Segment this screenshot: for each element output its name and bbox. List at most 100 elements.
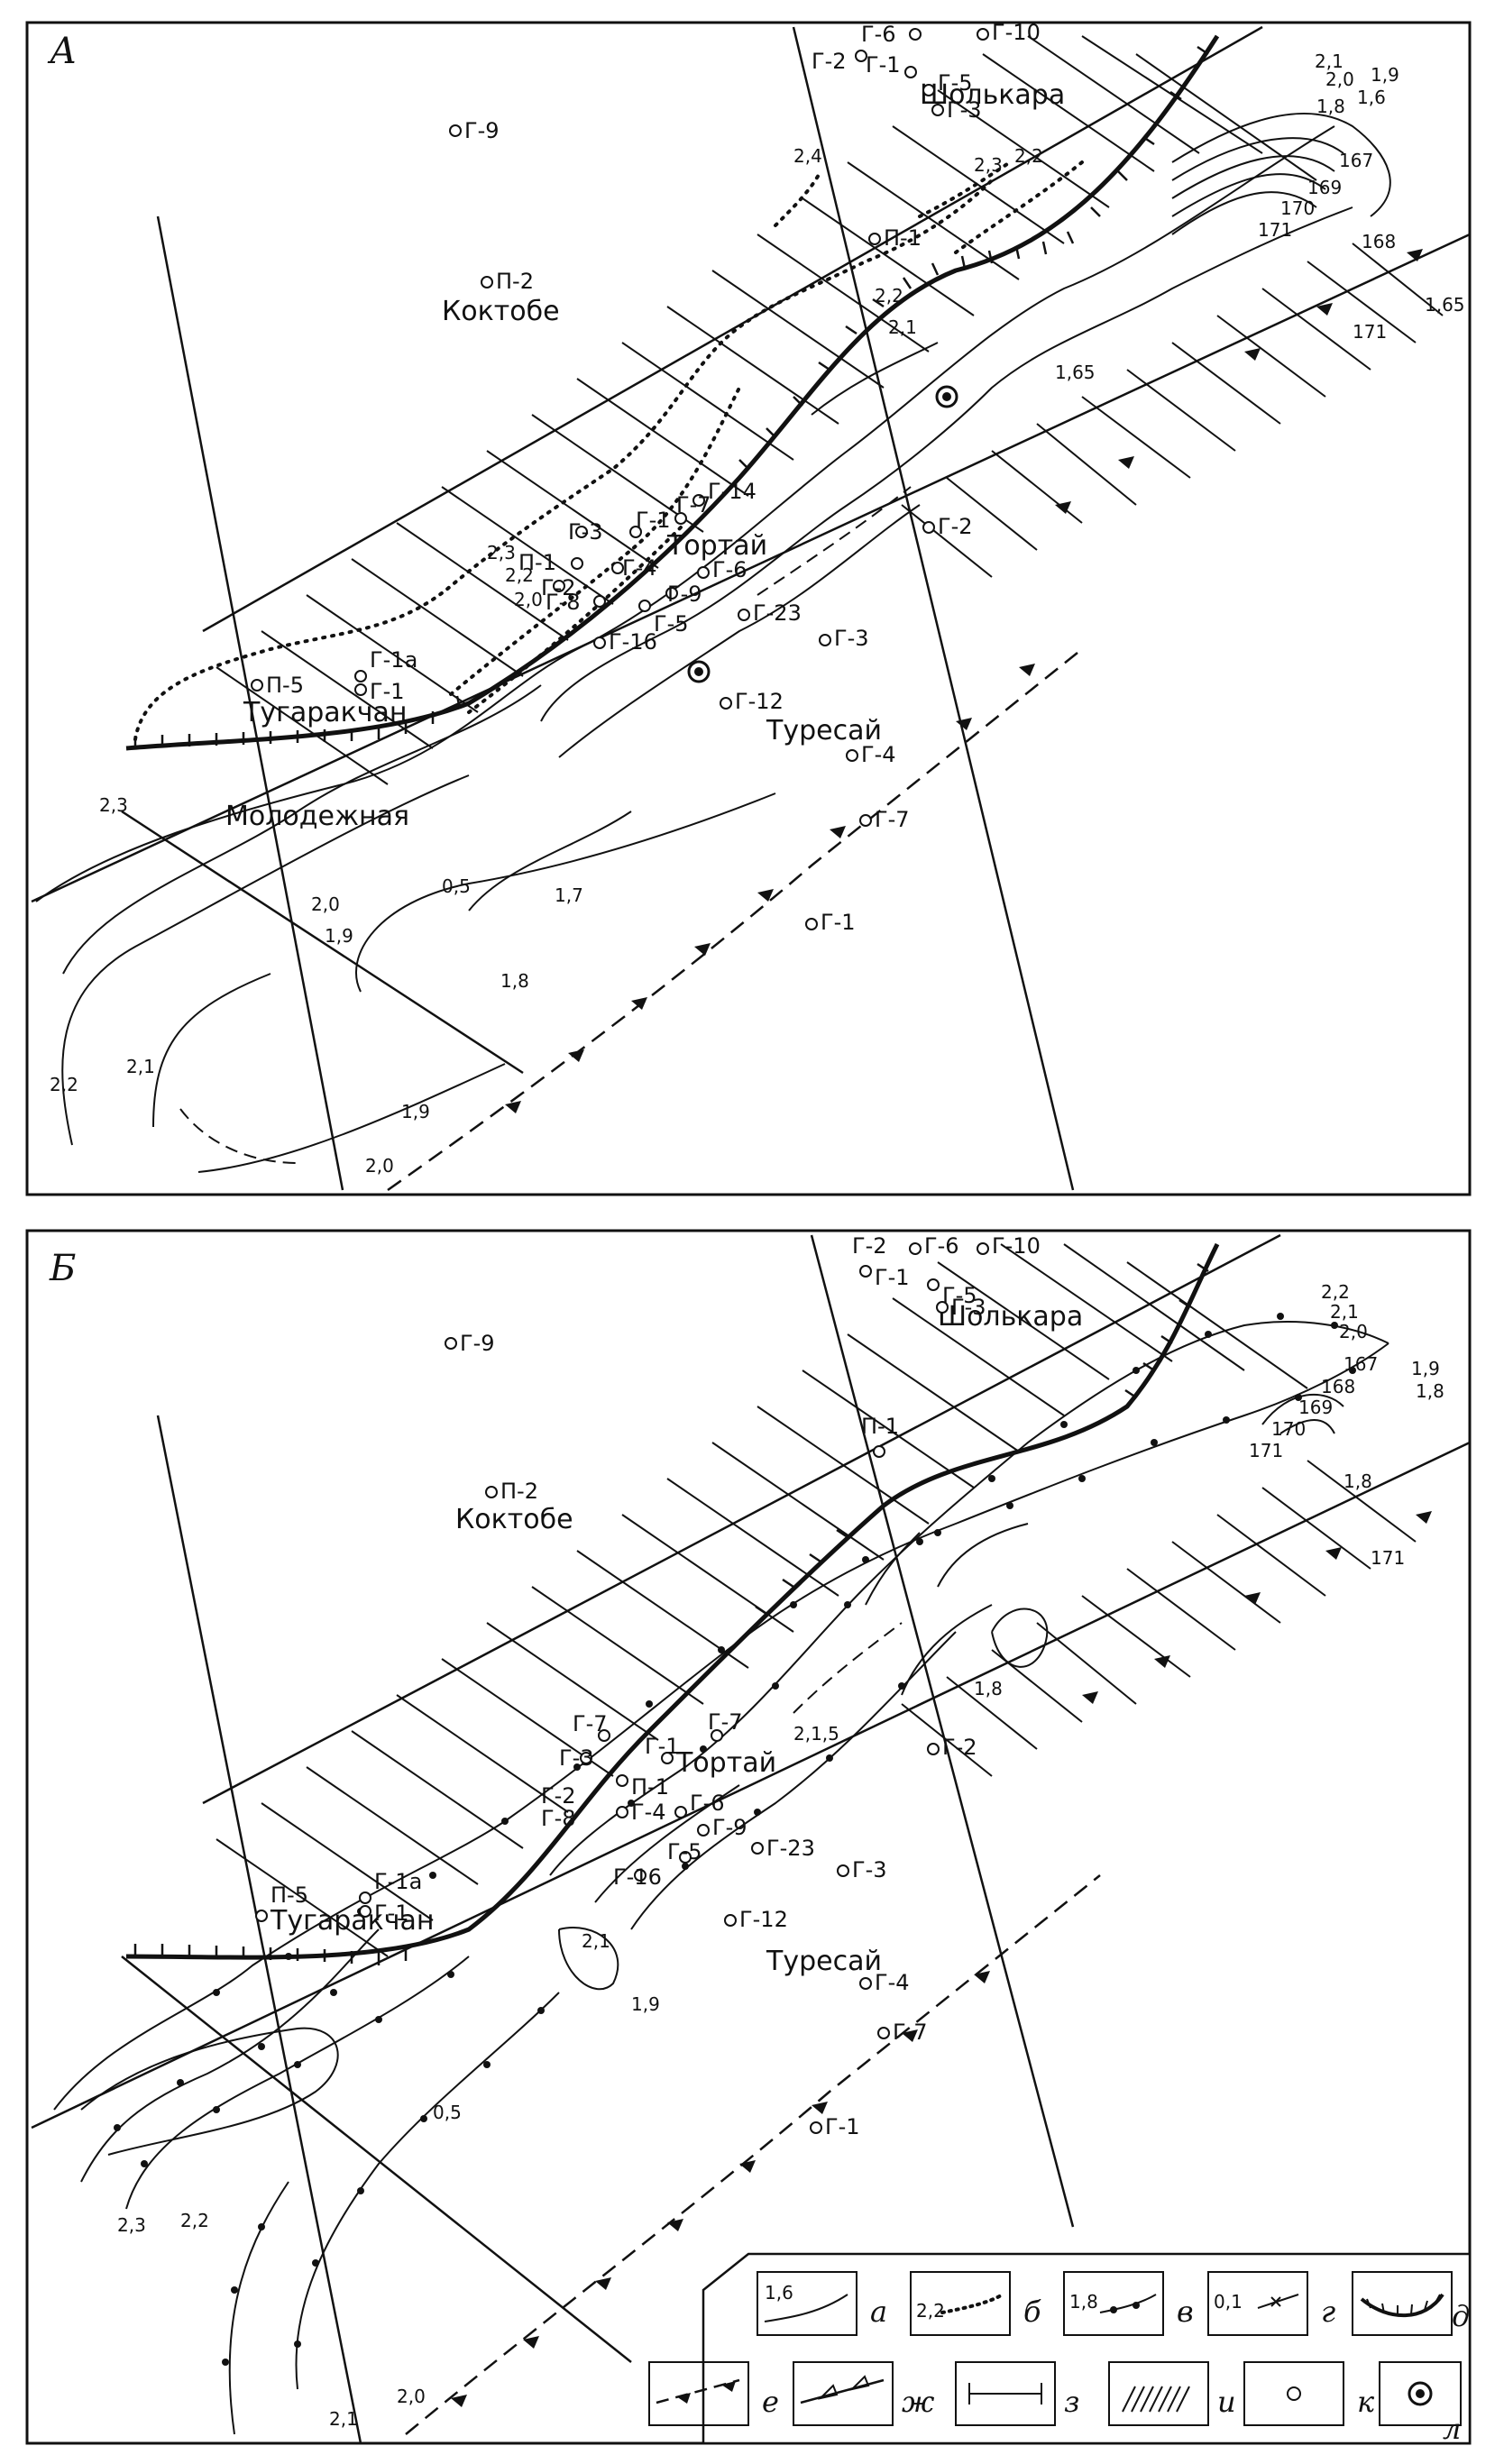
well-label: Г-6	[690, 1791, 725, 1816]
well-label: Г-6	[861, 22, 896, 47]
legend-letter: в	[1177, 2295, 1194, 2329]
isoline-label: 2,0	[514, 589, 543, 610]
isoline-label: 1,9	[1371, 64, 1399, 86]
well-label: Г-3	[852, 1857, 887, 1882]
well-label: Г-2	[541, 1783, 576, 1809]
field-label-molodezhnaya-a: Молодежная	[225, 801, 409, 832]
well-label: Г-7	[875, 807, 910, 832]
legend-sample: 2,2	[916, 2300, 945, 2322]
well-label: Г-9	[464, 118, 500, 143]
panel-a-well-labels: Г-6 Г-10 Г-2 Г-1 Г-5 Г-3 Г-9 П-1 П-2 Г-1…	[266, 20, 1041, 935]
isoline-label: 2,0	[1325, 69, 1354, 90]
profile-number: 171	[1371, 1547, 1405, 1569]
profile-number: 168	[1321, 1376, 1355, 1397]
panel-b-regional-lines	[31, 1233, 1471, 2444]
isoline-label: 0,5	[433, 2102, 462, 2123]
isoline-label: 2,2	[1321, 1281, 1350, 1303]
well-label: Г-2	[852, 1233, 887, 1259]
isoline-label: 1,9	[631, 1993, 660, 2015]
isoline-label: 2,1	[582, 1930, 610, 1952]
panel-a-pinchout-boundary	[125, 34, 1220, 751]
isoline-label: 1,65	[1055, 362, 1096, 383]
well-label: Г-2	[938, 514, 973, 539]
panel-b-dashed-lines	[793, 1622, 903, 1714]
panel-b-isoline-labels: 2,2 2,1 2,0 1,9 1,8 1,8 2,1,5 1,8 2,1 1,…	[117, 1281, 1444, 2430]
isoline-label: 1,8	[500, 970, 529, 992]
panel-b-thrust-fault	[405, 1874, 1101, 2435]
isoline-label: 1,9	[1411, 1358, 1440, 1379]
field-label-tortai-b: Тортай	[675, 1747, 776, 1779]
legend-letter: г	[1321, 2295, 1335, 2329]
well-label: Г-12	[739, 1907, 788, 1932]
isoline-label: 1,6	[1357, 87, 1386, 108]
profile-number: 170	[1271, 1418, 1306, 1440]
well-label: П-1	[631, 1774, 669, 1800]
profile-number: 171	[1353, 321, 1387, 343]
isoline-label: 2,3	[974, 154, 1003, 176]
isoline-label: 1,8	[1316, 96, 1345, 117]
panel-a-letter: А	[47, 31, 77, 72]
well-label: П-2	[496, 269, 534, 294]
panel-b: Б	[25, 1229, 1472, 2446]
profile-number: 167	[1339, 150, 1373, 171]
well-label: Г-1	[875, 1265, 910, 1290]
field-label-turesai-a: Туресай	[766, 715, 882, 747]
well-label: Г-1	[825, 2114, 860, 2139]
legend-letter: а	[870, 2295, 887, 2329]
profile-number: 171	[1258, 219, 1292, 241]
well-label: Г-14	[708, 479, 757, 504]
isoline-label: 2,2	[180, 2210, 209, 2231]
isoline-label: 2,2	[50, 1074, 78, 1095]
isoline-label: 2,2	[505, 564, 534, 586]
isoline-label: 1,8	[1344, 1470, 1372, 1492]
well-label: Г-9	[460, 1331, 495, 1356]
well-label: Г-4	[875, 1970, 910, 1995]
profile-number: 171	[1249, 1440, 1283, 1461]
well-label: Г-1	[370, 679, 405, 704]
well-label: Г-3	[834, 626, 869, 651]
well-label: Г-3	[559, 1745, 594, 1771]
isoline-label: 2,0	[365, 1155, 394, 1177]
isoline-label: 2,0	[1339, 1321, 1368, 1342]
well-label: Г-1	[374, 1901, 409, 1926]
panel-a-regional-lines	[31, 25, 1471, 1191]
field-label-sholkara-b: Шолькара	[938, 1301, 1083, 1333]
well-label: Г-5	[938, 70, 973, 96]
legend-letter: к	[1357, 2385, 1375, 2419]
panel-b-thrust-teeth	[451, 1511, 1432, 2407]
field-label-tugarakchan-b: Тугаракчан	[270, 1905, 435, 1937]
well-label: Г-3	[568, 519, 603, 545]
well-label: Г-1а	[370, 647, 417, 673]
isoline-label: 2,1	[888, 316, 917, 338]
well-label: П-5	[271, 1882, 308, 1908]
panel-a-thrust-teeth	[505, 249, 1423, 1113]
isoline-label: 2,1	[1315, 50, 1344, 72]
panel-b-pinchout-boundary	[125, 1242, 1220, 1965]
well-label: Г-8	[541, 1806, 576, 1831]
well-label: Г-4	[622, 555, 657, 581]
panel-b-letter: Б	[49, 1248, 76, 1289]
isoline-label: 2,3	[117, 2214, 146, 2236]
field-label-koktobe-b: Коктобе	[455, 1504, 573, 1535]
panel-b-well-labels: Г-2 Г-6 Г-10 Г-1 Г-5 Г-3 Г-9 П-1 П-2 Г-7…	[271, 1233, 1041, 2139]
well-label: Г-6	[924, 1233, 959, 1259]
isoline-label: 1,9	[401, 1101, 430, 1122]
panel-a-thrust-fault	[387, 648, 1083, 1192]
panel-b-profile-grid	[216, 1243, 1417, 1957]
legend-letter: з	[1064, 2385, 1079, 2419]
well-label: Г-2	[541, 575, 576, 600]
well-label: Г-7	[893, 2020, 928, 2045]
panel-a-frame	[25, 21, 1472, 1196]
isoline-label: 1,9	[325, 925, 353, 947]
panel-a-wells	[251, 28, 989, 930]
isoline-label: 1,8	[974, 1678, 1003, 1699]
well-label: Г-1а	[374, 1869, 422, 1894]
profile-number: 167	[1344, 1353, 1378, 1375]
well-label: П-1	[861, 1414, 899, 1439]
legend-letter: б	[1023, 2295, 1041, 2329]
field-label-koktobe-a: Коктобе	[442, 296, 560, 327]
panel-a-dotted-isolines	[133, 160, 1084, 741]
well-label: Г-9	[667, 582, 702, 607]
well-label: Г-1	[645, 1734, 680, 1759]
isoline-label: 2,3	[99, 794, 128, 816]
